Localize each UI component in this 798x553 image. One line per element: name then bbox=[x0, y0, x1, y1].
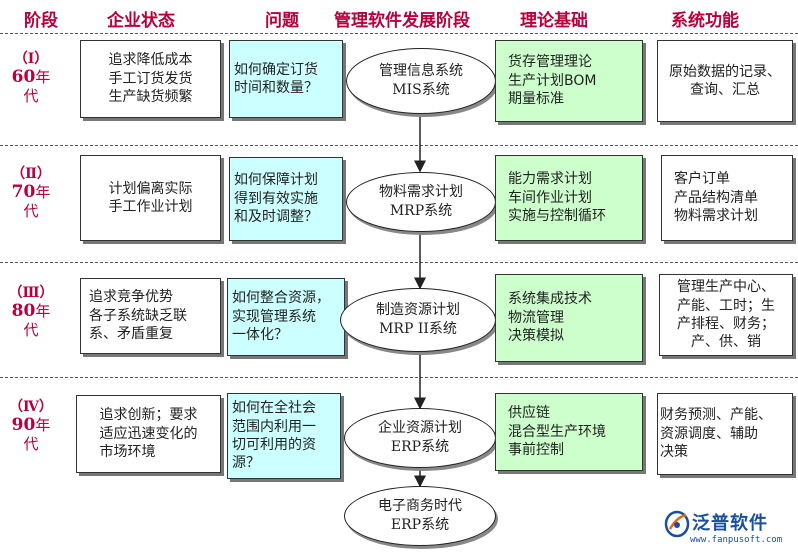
header-system-function: 系统功能 bbox=[671, 11, 739, 31]
theory-box: 货存管理理论 生产计划BOM 期量标准 bbox=[495, 40, 643, 122]
logo-icon bbox=[664, 510, 690, 538]
function-box: 客户订单 产品结构清单 物料需求计划 bbox=[661, 155, 793, 241]
system-ellipse-mrpii: 制造资源计划 MRP II系统 bbox=[340, 288, 496, 352]
era-nian: 年 bbox=[35, 416, 51, 434]
era-nian: 年 bbox=[35, 302, 51, 320]
era-decade: 70 bbox=[11, 182, 36, 202]
system-ellipse-erp: 企业资源计划 ERP系统 bbox=[344, 408, 496, 468]
company-state-box: 追求竞争优势 各子系统缺乏联 系、矛盾重复 bbox=[80, 278, 221, 354]
era-roman: （Ⅱ） bbox=[11, 166, 51, 182]
era-decade: 60 bbox=[11, 67, 36, 87]
separator-line bbox=[0, 33, 798, 34]
company-state-box: 追求降低成本 手工订货发货 生产缺货频繁 bbox=[80, 40, 221, 118]
system-ellipse-mrp: 物料需求计划 MRP系统 bbox=[346, 172, 496, 232]
era-dai: 代 bbox=[23, 320, 39, 339]
era-roman: （Ⅰ） bbox=[13, 51, 49, 67]
separator-line bbox=[0, 377, 798, 378]
era-roman: （Ⅲ） bbox=[8, 285, 54, 301]
header-company-state: 企业状态 bbox=[107, 11, 175, 31]
system-ellipse-ecommerce-erp: 电子商务时代 ERP系统 bbox=[344, 486, 496, 546]
logo-brand-text: 泛普软件 bbox=[692, 513, 768, 534]
era-nian: 年 bbox=[35, 68, 51, 86]
theory-box: 系统集成技术 物流管理 决策模拟 bbox=[495, 274, 643, 362]
header-theory: 理论基础 bbox=[520, 11, 588, 31]
era-dai: 代 bbox=[23, 434, 39, 453]
separator-line bbox=[0, 262, 798, 263]
era-roman: （Ⅳ） bbox=[9, 399, 53, 415]
question-box: 如何保障计划 得到有效实施 和及时调整？ bbox=[229, 157, 343, 241]
header-problem: 问题 bbox=[265, 11, 299, 31]
era-decade: 80 bbox=[11, 301, 36, 321]
era-label-70s: （Ⅱ） 70年 代 bbox=[6, 163, 56, 220]
era-dai: 代 bbox=[23, 86, 39, 105]
header-stage: 阶段 bbox=[24, 11, 58, 31]
logo-url-text: www.fanpusoft.com bbox=[690, 535, 783, 545]
question-box: 如何整合资源， 实现管理系统 一体化？ bbox=[227, 278, 345, 356]
era-nian: 年 bbox=[35, 183, 51, 201]
brand-logo: 泛普软件 www.fanpusoft.com bbox=[664, 507, 796, 551]
era-decade: 90 bbox=[11, 415, 36, 435]
header-software-stage: 管理软件发展阶段 bbox=[334, 11, 470, 31]
company-state-box: 计划偏离实际 手工作业计划 bbox=[80, 155, 221, 241]
theory-box: 能力需求计划 车间作业计划 实施与控制循环 bbox=[495, 155, 643, 241]
era-dai: 代 bbox=[23, 201, 39, 220]
function-box: 管理生产中心、 产能、工时；生 产排程、财务； 产、供、销 bbox=[659, 274, 793, 356]
era-label-90s: （Ⅳ） 90年 代 bbox=[6, 396, 56, 453]
function-box: 财务预测、产能、 资源调度、辅助 决策 bbox=[657, 393, 793, 475]
separator-line bbox=[0, 145, 798, 146]
system-ellipse-mis: 管理信息系统 MIS系统 bbox=[346, 48, 496, 114]
company-state-box: 追求创新；要求 适应迅速变化的 市场环境 bbox=[76, 395, 221, 473]
question-box: 如何在全社会 范围内利用一 切可利用的资 源？ bbox=[227, 393, 341, 479]
question-box: 如何确定订货 时间和数量？ bbox=[229, 40, 343, 118]
era-label-60s: （Ⅰ） 60年 代 bbox=[6, 48, 56, 105]
theory-box: 供应链 混合型生产环境 事前控制 bbox=[495, 393, 643, 471]
era-label-80s: （Ⅲ） 80年 代 bbox=[6, 282, 56, 339]
function-box: 原始数据的记录、 查询、汇总 bbox=[657, 40, 793, 122]
